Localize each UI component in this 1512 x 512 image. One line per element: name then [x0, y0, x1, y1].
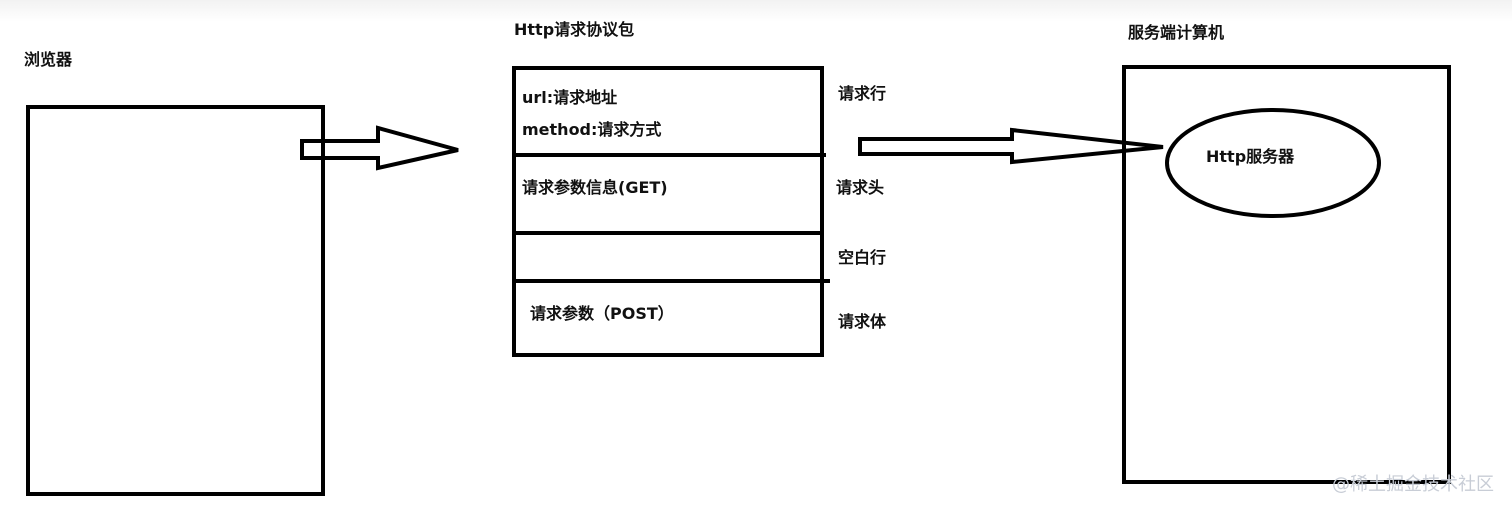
label-blank-line: 空白行	[838, 248, 887, 267]
packet-post-params-line: 请求参数（POST）	[530, 304, 674, 323]
server-box	[1122, 65, 1451, 484]
watermark-text: @稀土掘金技术社区	[1332, 474, 1494, 495]
packet-box	[512, 66, 824, 357]
packet-get-params-line: 请求参数信息(GET)	[522, 178, 668, 197]
arrow-packet-to-server	[858, 127, 1164, 165]
http-server-label: Http服务器	[1206, 147, 1295, 166]
top-gradient-bar	[0, 0, 1512, 22]
browser-box	[26, 105, 325, 496]
packet-method-line: method:请求方式	[522, 120, 662, 139]
packet-title: Http请求协议包	[514, 20, 635, 39]
label-request-line: 请求行	[838, 84, 887, 103]
server-machine-title: 服务端计算机	[1128, 23, 1225, 42]
http-server-ellipse	[1165, 108, 1381, 218]
label-request-body: 请求体	[838, 312, 887, 331]
arrow-browser-to-packet	[300, 125, 459, 171]
packet-url-line: url:请求地址	[522, 88, 618, 107]
browser-title: 浏览器	[24, 50, 73, 69]
label-request-headers: 请求头	[836, 178, 885, 197]
